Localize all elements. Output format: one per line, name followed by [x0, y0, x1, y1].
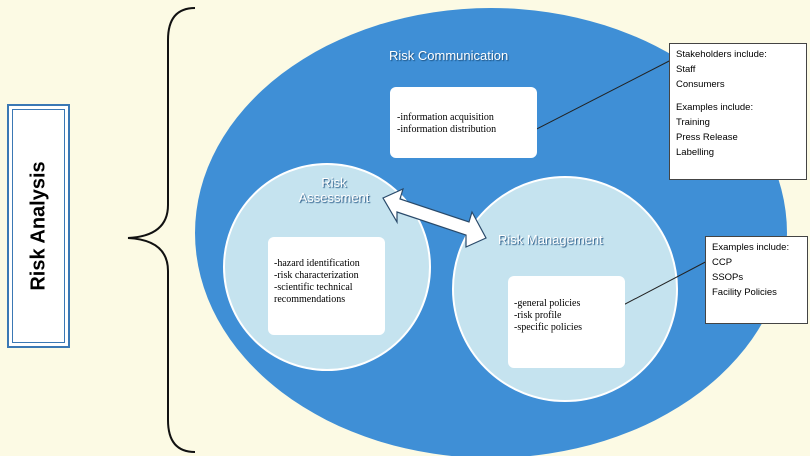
assessment-item: -scientific technical — [274, 282, 353, 293]
risk-assessment-title: Risk Assessment — [289, 175, 379, 205]
communication-callout: Stakeholders include: Staff Consumers Ex… — [669, 43, 807, 180]
callout-item: Labelling — [676, 147, 715, 158]
curly-brace — [127, 7, 196, 453]
management-item: -specific policies — [514, 322, 583, 333]
assessment-item: -risk characterization — [274, 270, 359, 281]
risk-assessment-title-line1: Risk — [321, 175, 347, 190]
examples-heading: Examples include: — [712, 242, 790, 253]
callout-item: Staff — [676, 64, 696, 75]
risk-analysis-label: Risk Analysis — [27, 161, 49, 291]
callout-item: CCP — [712, 257, 733, 268]
management-item: -general policies — [514, 298, 581, 309]
management-notes: -general policies -risk profile -specifi… — [508, 276, 625, 368]
communication-leader-line — [524, 57, 676, 136]
communication-notes: -information acquisition -information di… — [390, 87, 537, 158]
risk-communication-title: Risk Communication — [389, 48, 509, 63]
callout-item: SSOPs — [712, 272, 744, 283]
communication-item: -information distribution — [397, 124, 497, 135]
assessment-item: recommendations — [274, 294, 346, 305]
management-leader-line — [609, 257, 714, 313]
label-inner-border — [12, 109, 65, 343]
assessment-notes: -hazard identification -risk characteriz… — [268, 237, 385, 335]
stakeholders-heading: Stakeholders include: — [676, 49, 767, 60]
double-arrow — [382, 187, 487, 248]
callout-item: Press Release — [676, 132, 738, 143]
callout-item: Facility Policies — [712, 287, 777, 298]
callout-item: Consumers — [676, 79, 725, 90]
callout-spacer — [676, 92, 800, 100]
callout-item: Training — [676, 117, 710, 128]
assessment-item: -hazard identification — [274, 258, 360, 269]
risk-management-title: Risk Management — [498, 232, 603, 247]
communication-item: -information acquisition — [397, 112, 494, 123]
management-item: -risk profile — [514, 310, 562, 321]
risk-analysis-label-box: Risk Analysis — [7, 104, 70, 348]
risk-assessment-title-line2: Assessment — [298, 190, 370, 205]
examples-heading: Examples include: — [676, 102, 754, 113]
management-callout: Examples include: CCP SSOPs Facility Pol… — [705, 236, 808, 324]
